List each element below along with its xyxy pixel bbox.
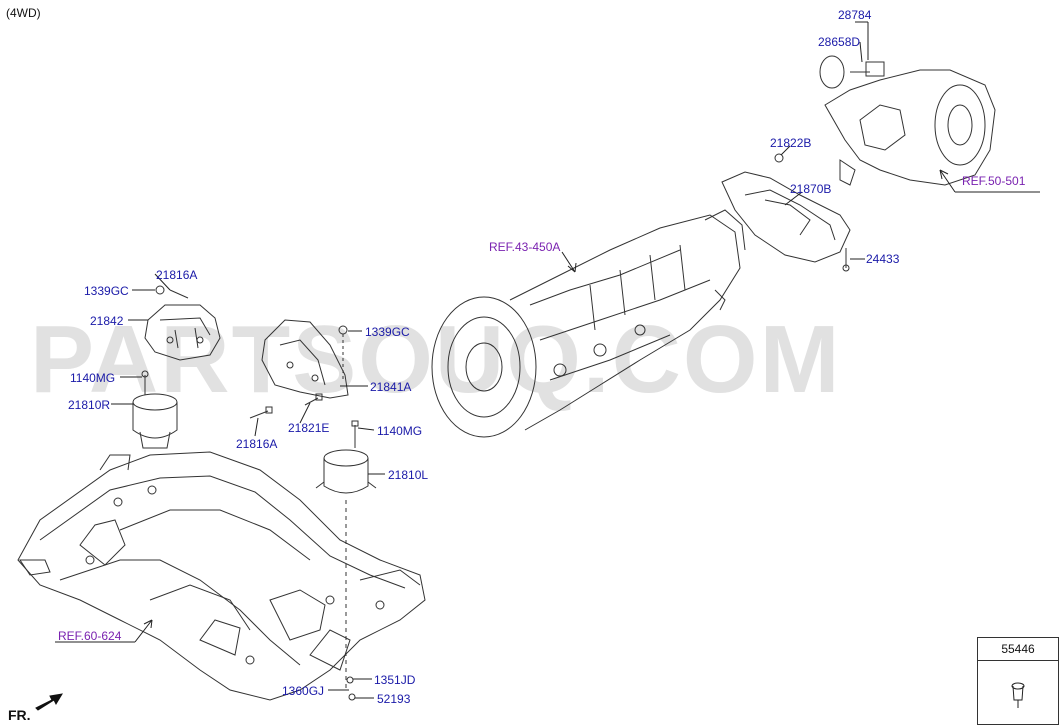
bolts-drawing [155, 285, 323, 419]
callout-21870B[interactable]: 21870B [790, 182, 832, 196]
reference-43-450A[interactable]: REF.43-450A [489, 240, 561, 254]
leader-lines [111, 21, 869, 699]
callout-21810L[interactable]: 21810L [388, 468, 429, 482]
reference-50-501[interactable]: REF.50-501 [962, 174, 1026, 188]
transmission-drawing [431, 209, 746, 438]
bracket-21841A-drawing [261, 319, 349, 399]
callout-28658D[interactable]: 28658D [818, 35, 861, 49]
callout-21822B[interactable]: 21822B [770, 136, 812, 150]
callout-1140MG-left[interactable]: 1140MG [70, 371, 116, 385]
callout-52193[interactable]: 52193 [377, 692, 411, 706]
callout-1140MG-right[interactable]: 1140MG [377, 424, 423, 438]
callout-1339GC-left[interactable]: 1339GC [84, 284, 129, 298]
differential-drawing [819, 55, 996, 186]
callout-21816A-top[interactable]: 21816A [156, 268, 198, 282]
callout-21816A-bottom[interactable]: 21816A [236, 437, 278, 451]
front-direction-label: FR. [8, 707, 31, 723]
bracket-21842-drawing [144, 304, 221, 361]
callout-24433[interactable]: 24433 [866, 252, 900, 266]
callout-28784[interactable]: 28784 [838, 8, 872, 22]
callout-1360GJ[interactable]: 1360GJ [282, 684, 325, 698]
reference-60-624[interactable]: REF.60-624 [58, 629, 122, 643]
drivetrain-variant-label: (4WD) [6, 6, 41, 20]
mount-21810L-drawing [315, 420, 377, 701]
subframe-drawing [17, 451, 426, 701]
callout-21821E[interactable]: 21821E [288, 421, 330, 435]
mount-21810R-drawing [132, 370, 178, 449]
callout-1339GC-mid[interactable]: 1339GC [365, 325, 410, 339]
plug-icon [1011, 682, 1025, 708]
reference-arrows [55, 169, 1040, 643]
front-direction-arrow [35, 693, 63, 711]
callout-1351JD[interactable]: 1351JD [374, 673, 416, 687]
callout-21810R[interactable]: 21810R [68, 398, 111, 412]
inset-part-number: 55446 [978, 638, 1058, 661]
callout-21842[interactable]: 21842 [90, 314, 124, 328]
crossmember-21870B-drawing [721, 153, 851, 272]
callout-21841A[interactable]: 21841A [370, 380, 412, 394]
inset-box-55446[interactable]: 55446 [977, 637, 1059, 725]
